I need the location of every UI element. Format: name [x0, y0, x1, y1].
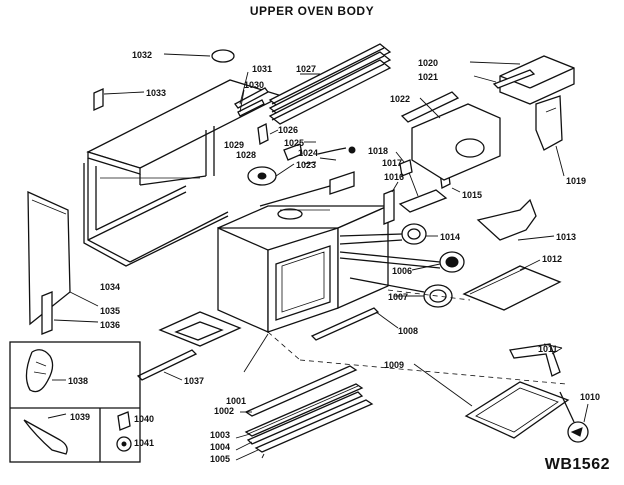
label-1029: 1029 [224, 140, 244, 150]
part-1031-strip [234, 71, 269, 117]
label-1012: 1012 [542, 254, 562, 264]
label-1020: 1020 [418, 58, 438, 68]
part-1023-probe [303, 146, 356, 165]
part-1008-strip [310, 307, 399, 341]
part-1009-tray [413, 363, 570, 439]
label-1025: 1025 [284, 138, 304, 148]
part-inset-box [9, 341, 141, 463]
label-1028: 1028 [236, 150, 256, 160]
label-1013: 1013 [556, 232, 576, 242]
part-1012-panel [462, 259, 562, 311]
part-1013-deflector [476, 198, 555, 241]
label-1024: 1024 [298, 148, 318, 158]
label-1002: 1002 [214, 406, 234, 416]
label-1018: 1018 [368, 146, 388, 156]
label-1011: 1011 [538, 344, 558, 354]
part-1022-fan-housing [400, 91, 501, 181]
diagram-title: UPPER OVEN BODY [249, 4, 375, 18]
part-1032-cap [163, 49, 235, 63]
part-1036-trim [41, 291, 99, 335]
label-1039: 1039 [70, 412, 90, 422]
part-1005-rail [254, 399, 374, 459]
part-1006-element-terminal [339, 251, 465, 273]
part-top-cover [86, 79, 284, 175]
label-1022: 1022 [390, 94, 410, 104]
label-1034: 1034 [100, 282, 120, 292]
part-1018-hinge [395, 151, 413, 177]
part-1037-bottom-frame [136, 311, 242, 381]
part-1002-rail [244, 365, 358, 417]
label-1033: 1033 [146, 88, 166, 98]
part-1007-ring [349, 277, 453, 308]
part-1001-oven-liner [217, 171, 389, 373]
label-1030: 1030 [244, 80, 264, 90]
label-1038: 1038 [68, 376, 88, 386]
label-1037: 1037 [184, 376, 204, 386]
label-1017: 1017 [382, 158, 402, 168]
label-1008: 1008 [398, 326, 418, 336]
label-1016: 1016 [384, 172, 404, 182]
part-1019-side-panel [535, 95, 565, 177]
part-1033-bracket [93, 87, 145, 112]
part-1025-thermostat [283, 141, 316, 161]
part-1027-vent-grille [268, 43, 392, 125]
label-1001: 1001 [226, 396, 246, 406]
label-1015: 1015 [462, 190, 482, 200]
label-1006: 1006 [392, 266, 412, 276]
label-1003: 1003 [210, 430, 230, 440]
part-1024-switch [247, 163, 295, 186]
label-1010: 1010 [580, 392, 600, 402]
label-1007: 1007 [388, 292, 408, 302]
part-1010-knob [559, 391, 589, 443]
label-1019: 1019 [566, 176, 586, 186]
part-1017-bracket [398, 169, 448, 213]
label-1027: 1027 [296, 64, 316, 74]
label-1035: 1035 [100, 306, 120, 316]
label-1026: 1026 [278, 125, 298, 135]
label-1005: 1005 [210, 454, 230, 464]
label-1014: 1014 [440, 232, 460, 242]
part-1021-strip [473, 69, 536, 89]
part-1014-fan-motor [339, 223, 438, 245]
label-1009: 1009 [384, 360, 404, 370]
label-1031: 1031 [252, 64, 272, 74]
label-1036: 1036 [100, 320, 120, 330]
part-1034-outer-cabinet [83, 126, 229, 267]
part-1035-side-panel [27, 190, 99, 326]
part-1003-rail [244, 383, 364, 437]
diagram-code: WB1562 [544, 456, 610, 473]
label-1023: 1023 [296, 160, 316, 170]
label-1040: 1040 [134, 414, 154, 424]
part-1011-bracket [509, 343, 563, 377]
part-1028-clip [257, 123, 279, 145]
part-1016-bracket [383, 181, 399, 225]
part-1004-rail [246, 391, 364, 445]
label-1021: 1021 [418, 72, 438, 82]
label-1004: 1004 [210, 442, 230, 452]
label-1041: 1041 [134, 438, 154, 448]
label-1032: 1032 [132, 50, 152, 60]
